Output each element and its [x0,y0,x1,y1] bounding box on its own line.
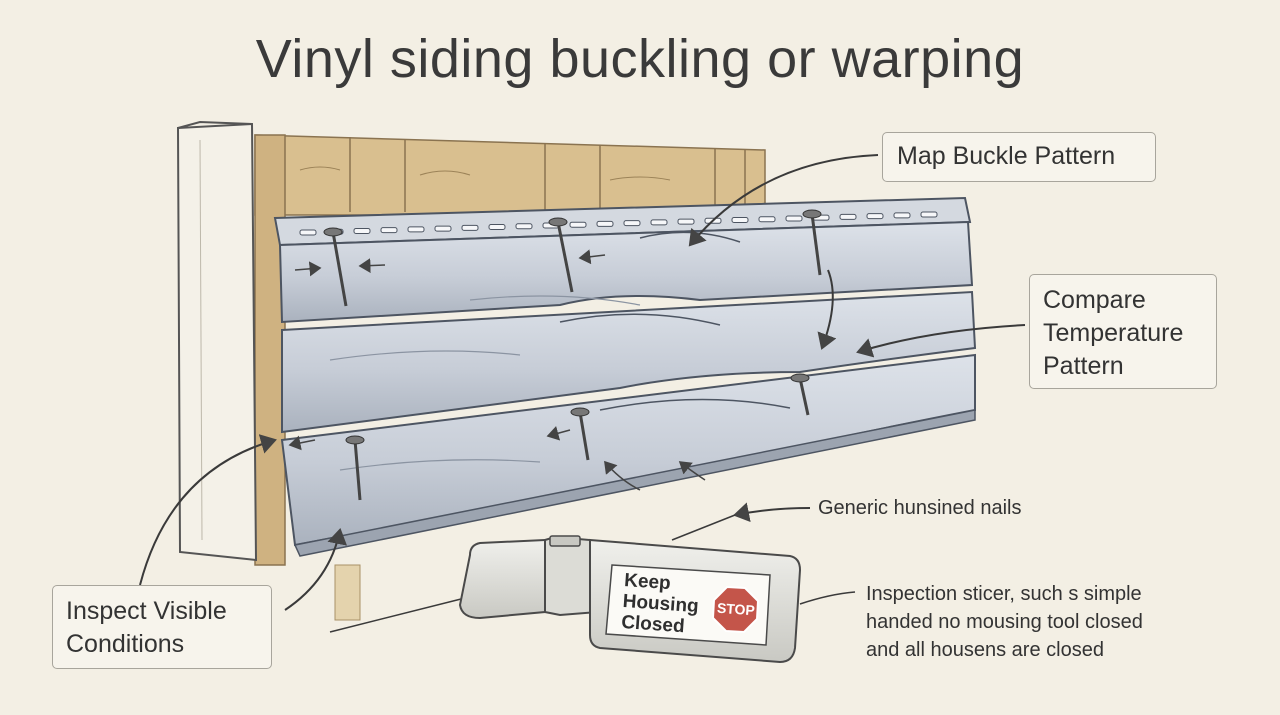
nail-slot [515,223,533,230]
nail-slot [785,215,803,222]
nail-slot [596,220,614,227]
nail-slot [650,219,668,226]
callout-compare-line-2: Temperature [1043,319,1184,347]
siding-panels [273,196,977,557]
plain-leaders [329,514,856,633]
nail-slot [623,220,641,227]
stop-sign-text: STOP [716,599,756,619]
note-sticker-line-3: and all housens are closed [866,639,1104,661]
nail-slot [461,224,479,231]
nail-slot [434,225,452,232]
callout-compare-temperature-pattern: Compare Temperature Pattern [1029,274,1217,389]
callout-leaders [139,154,1026,611]
stop-sign-icon [711,585,760,634]
nail-slot [920,211,938,218]
tool-label: Keep Housing Closed [621,570,701,638]
callout-compare-line-1: Compare [1043,286,1146,314]
corner-post [176,120,258,562]
nail-slot [866,213,884,220]
callout-inspect-line-1: Inspect Visible [66,597,227,625]
nail-slot [677,218,695,225]
nail-slot [839,213,857,220]
nail-slot [353,227,371,234]
callout-map-buckle-text: Map Buckle Pattern [897,142,1116,170]
nail-slot [731,217,749,224]
nail-slot [893,212,911,219]
note-generic-nails: Generic hunsined nails [818,497,1022,519]
nail-slot [299,229,317,236]
note-sticker-line-2: handed no mousing tool closed [866,611,1143,633]
note-inspection-sticker: Inspection sticer, such s simple handed … [866,580,1143,664]
nail-slot [488,224,506,231]
callout-inspect-visible-conditions: Inspect Visible Conditions [52,585,272,669]
nail-slot [569,221,587,228]
callout-map-buckle-pattern: Map Buckle Pattern [882,132,1156,182]
callout-compare-line-3: Pattern [1043,352,1124,380]
callout-inspect-line-2: Conditions [66,630,185,658]
nail-slot [380,227,398,234]
inspection-tool [458,535,802,664]
page-title: Vinyl siding buckling or warping [255,29,1025,89]
wood-sheathing [254,134,766,621]
nail-slot [758,216,776,223]
note-sticker-line-1: Inspection sticer, such s simple [866,583,1142,605]
nail-icon [323,209,822,501]
sketch-arrows [288,249,706,491]
nail-slot [407,226,425,233]
